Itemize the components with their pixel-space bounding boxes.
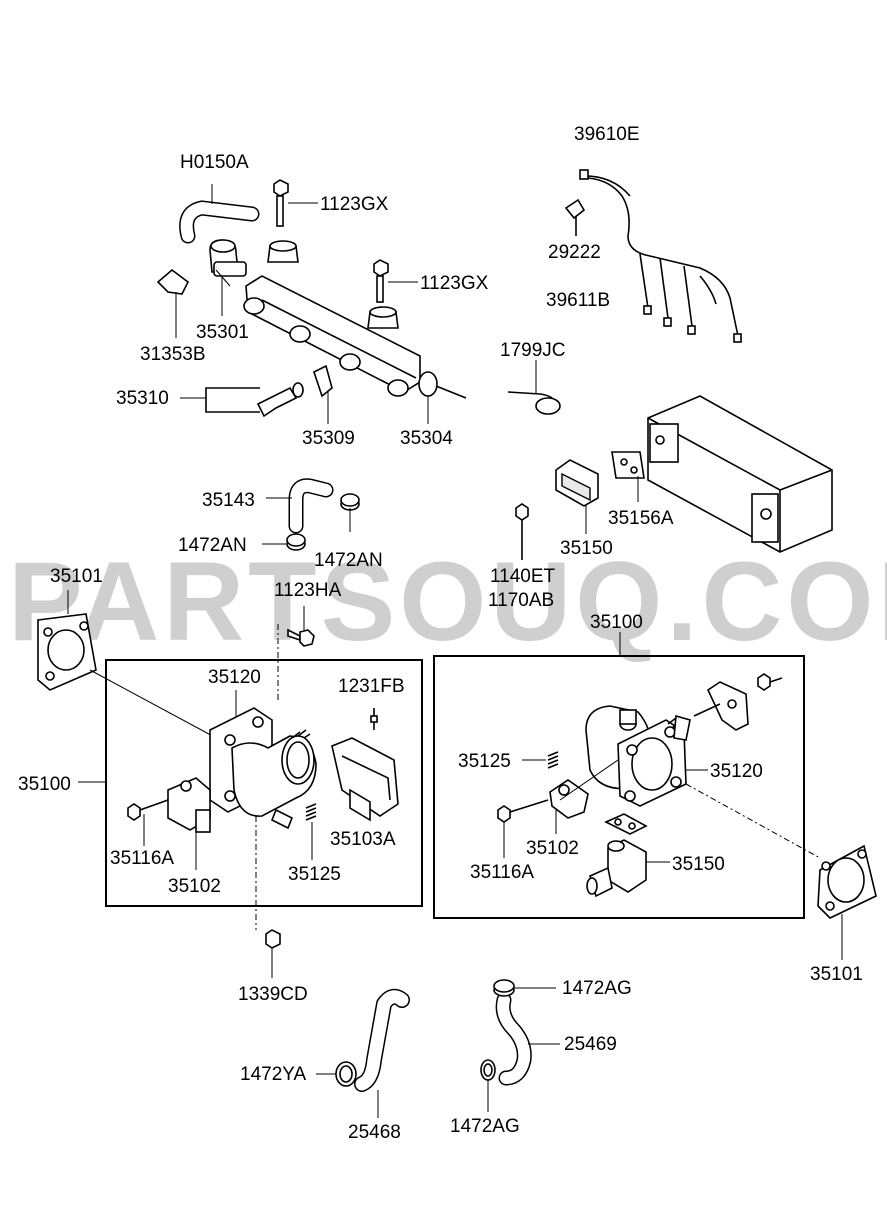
label-35125-right[interactable]: 35125 — [458, 751, 511, 772]
screw-35116A-right[interactable] — [497, 799, 549, 858]
spring-35125-right[interactable] — [522, 751, 559, 769]
idle-actuator-35150-right[interactable] — [586, 839, 670, 898]
bolt-1123GX-a[interactable] — [273, 179, 318, 227]
watermark: PARTSOUQ.COM — [8, 539, 887, 664]
wiring-harness-39610E[interactable] — [579, 169, 742, 343]
gasket-35156A[interactable] — [611, 451, 645, 502]
label-1140ET[interactable]: 1140ET — [490, 566, 556, 587]
clamp-1472AN-b[interactable] — [340, 493, 360, 532]
label-35100-left[interactable]: 35100 — [18, 774, 71, 795]
label-1472AN-b[interactable]: 1472AN — [314, 550, 383, 571]
label-1472YA[interactable]: 1472YA — [240, 1064, 307, 1085]
label-35116A-right[interactable]: 35116A — [470, 862, 534, 883]
hose-25469[interactable] — [495, 992, 560, 1086]
label-35120-right[interactable]: 35120 — [710, 761, 763, 782]
label-1472AN-a[interactable]: 1472AN — [178, 535, 247, 556]
assembly-box-35100-right — [433, 655, 805, 919]
label-35309[interactable]: 35309 — [302, 428, 355, 449]
label-35102-left[interactable]: 35102 — [168, 876, 221, 897]
label-35301[interactable]: 35301 — [196, 322, 249, 343]
throttle-body-35120-left[interactable] — [209, 690, 317, 830]
throttle-body-35120-right[interactable] — [585, 705, 708, 807]
idle-actuator-35150-top[interactable] — [555, 459, 599, 534]
surge-tank — [647, 395, 833, 553]
hose-35143[interactable] — [266, 478, 334, 534]
pressure-regulator-35301[interactable] — [209, 239, 247, 316]
label-1472AG-bottom[interactable]: 1472AG — [450, 1116, 520, 1137]
screw-35116A-left[interactable] — [127, 799, 169, 846]
hose-25468[interactable] — [354, 988, 410, 1118]
connector-clip-29222[interactable] — [564, 198, 586, 236]
fuel-rail-35304[interactable] — [243, 240, 467, 424]
label-35310[interactable]: 35310 — [116, 388, 169, 409]
label-29222[interactable]: 29222 — [548, 242, 601, 263]
clamp-1472AG-bottom[interactable] — [480, 1059, 496, 1112]
label-35150-right[interactable]: 35150 — [672, 854, 725, 875]
assembly-box-35100-left — [105, 659, 423, 907]
label-31353B[interactable]: 31353B — [140, 344, 206, 365]
label-35120-left[interactable]: 35120 — [208, 667, 261, 688]
cable-tie-1799JC[interactable] — [507, 360, 561, 415]
clip-31353B[interactable] — [156, 268, 190, 338]
spring-35125-left[interactable] — [305, 803, 317, 860]
cover-35103A[interactable] — [331, 737, 399, 822]
bolt-1123GX-b[interactable] — [373, 259, 418, 303]
clamp-1472AG-top[interactable] — [493, 979, 556, 997]
bracket-right[interactable] — [693, 673, 783, 731]
sensor-35310[interactable] — [180, 382, 304, 418]
label-1472AG-top[interactable]: 1472AG — [562, 978, 632, 999]
label-39610E[interactable]: 39610E — [574, 124, 640, 145]
gasket-small-right[interactable] — [604, 813, 648, 835]
clamp-1472YA[interactable] — [316, 1061, 357, 1087]
label-1170AB[interactable]: 1170AB — [488, 590, 554, 611]
label-35101-right[interactable]: 35101 — [810, 964, 863, 985]
bolt-1123HA[interactable] — [277, 606, 315, 700]
label-1123HA[interactable]: 1123HA — [274, 580, 342, 601]
label-25469[interactable]: 25469 — [564, 1034, 617, 1055]
label-1339CD[interactable]: 1339CD — [238, 984, 308, 1005]
label-35125-left[interactable]: 35125 — [288, 864, 341, 885]
part-labels: 39610E H0150A 1123GX 1123GX 29222 39611B… — [18, 124, 863, 1143]
label-1123GX-b[interactable]: 1123GX — [420, 273, 489, 294]
label-35103A[interactable]: 35103A — [330, 829, 396, 850]
nut-1339CD[interactable] — [255, 816, 281, 978]
tps-35102-right[interactable] — [549, 759, 619, 834]
label-1123GX-a[interactable]: 1123GX — [320, 194, 389, 215]
tps-35102-left[interactable] — [167, 777, 211, 870]
label-1799JC[interactable]: 1799JC — [500, 340, 566, 361]
label-35304[interactable]: 35304 — [400, 428, 453, 449]
label-35143[interactable]: 35143 — [202, 490, 255, 511]
bolt-1140ET[interactable] — [515, 503, 529, 560]
hose-H0150A[interactable] — [179, 184, 260, 244]
label-35150-top[interactable]: 35150 — [560, 538, 613, 559]
label-35100-right[interactable]: 35100 — [590, 612, 643, 633]
bracket-35309[interactable] — [313, 364, 333, 424]
label-35116A-left[interactable]: 35116A — [110, 848, 174, 869]
label-35102-right[interactable]: 35102 — [526, 838, 579, 859]
label-35156A[interactable]: 35156A — [608, 508, 674, 529]
label-1231FB[interactable]: 1231FB — [338, 676, 405, 697]
label-35101-left[interactable]: 35101 — [50, 566, 103, 587]
gasket-35101-left[interactable] — [37, 590, 221, 741]
screw-1231FB[interactable] — [370, 708, 378, 730]
gasket-35101-right[interactable] — [685, 783, 877, 960]
label-H0150A[interactable]: H0150A — [180, 152, 249, 173]
label-39611B[interactable]: 39611B — [546, 290, 610, 311]
label-25468[interactable]: 25468 — [348, 1122, 401, 1143]
clamp-1472AN-a[interactable] — [262, 533, 306, 551]
